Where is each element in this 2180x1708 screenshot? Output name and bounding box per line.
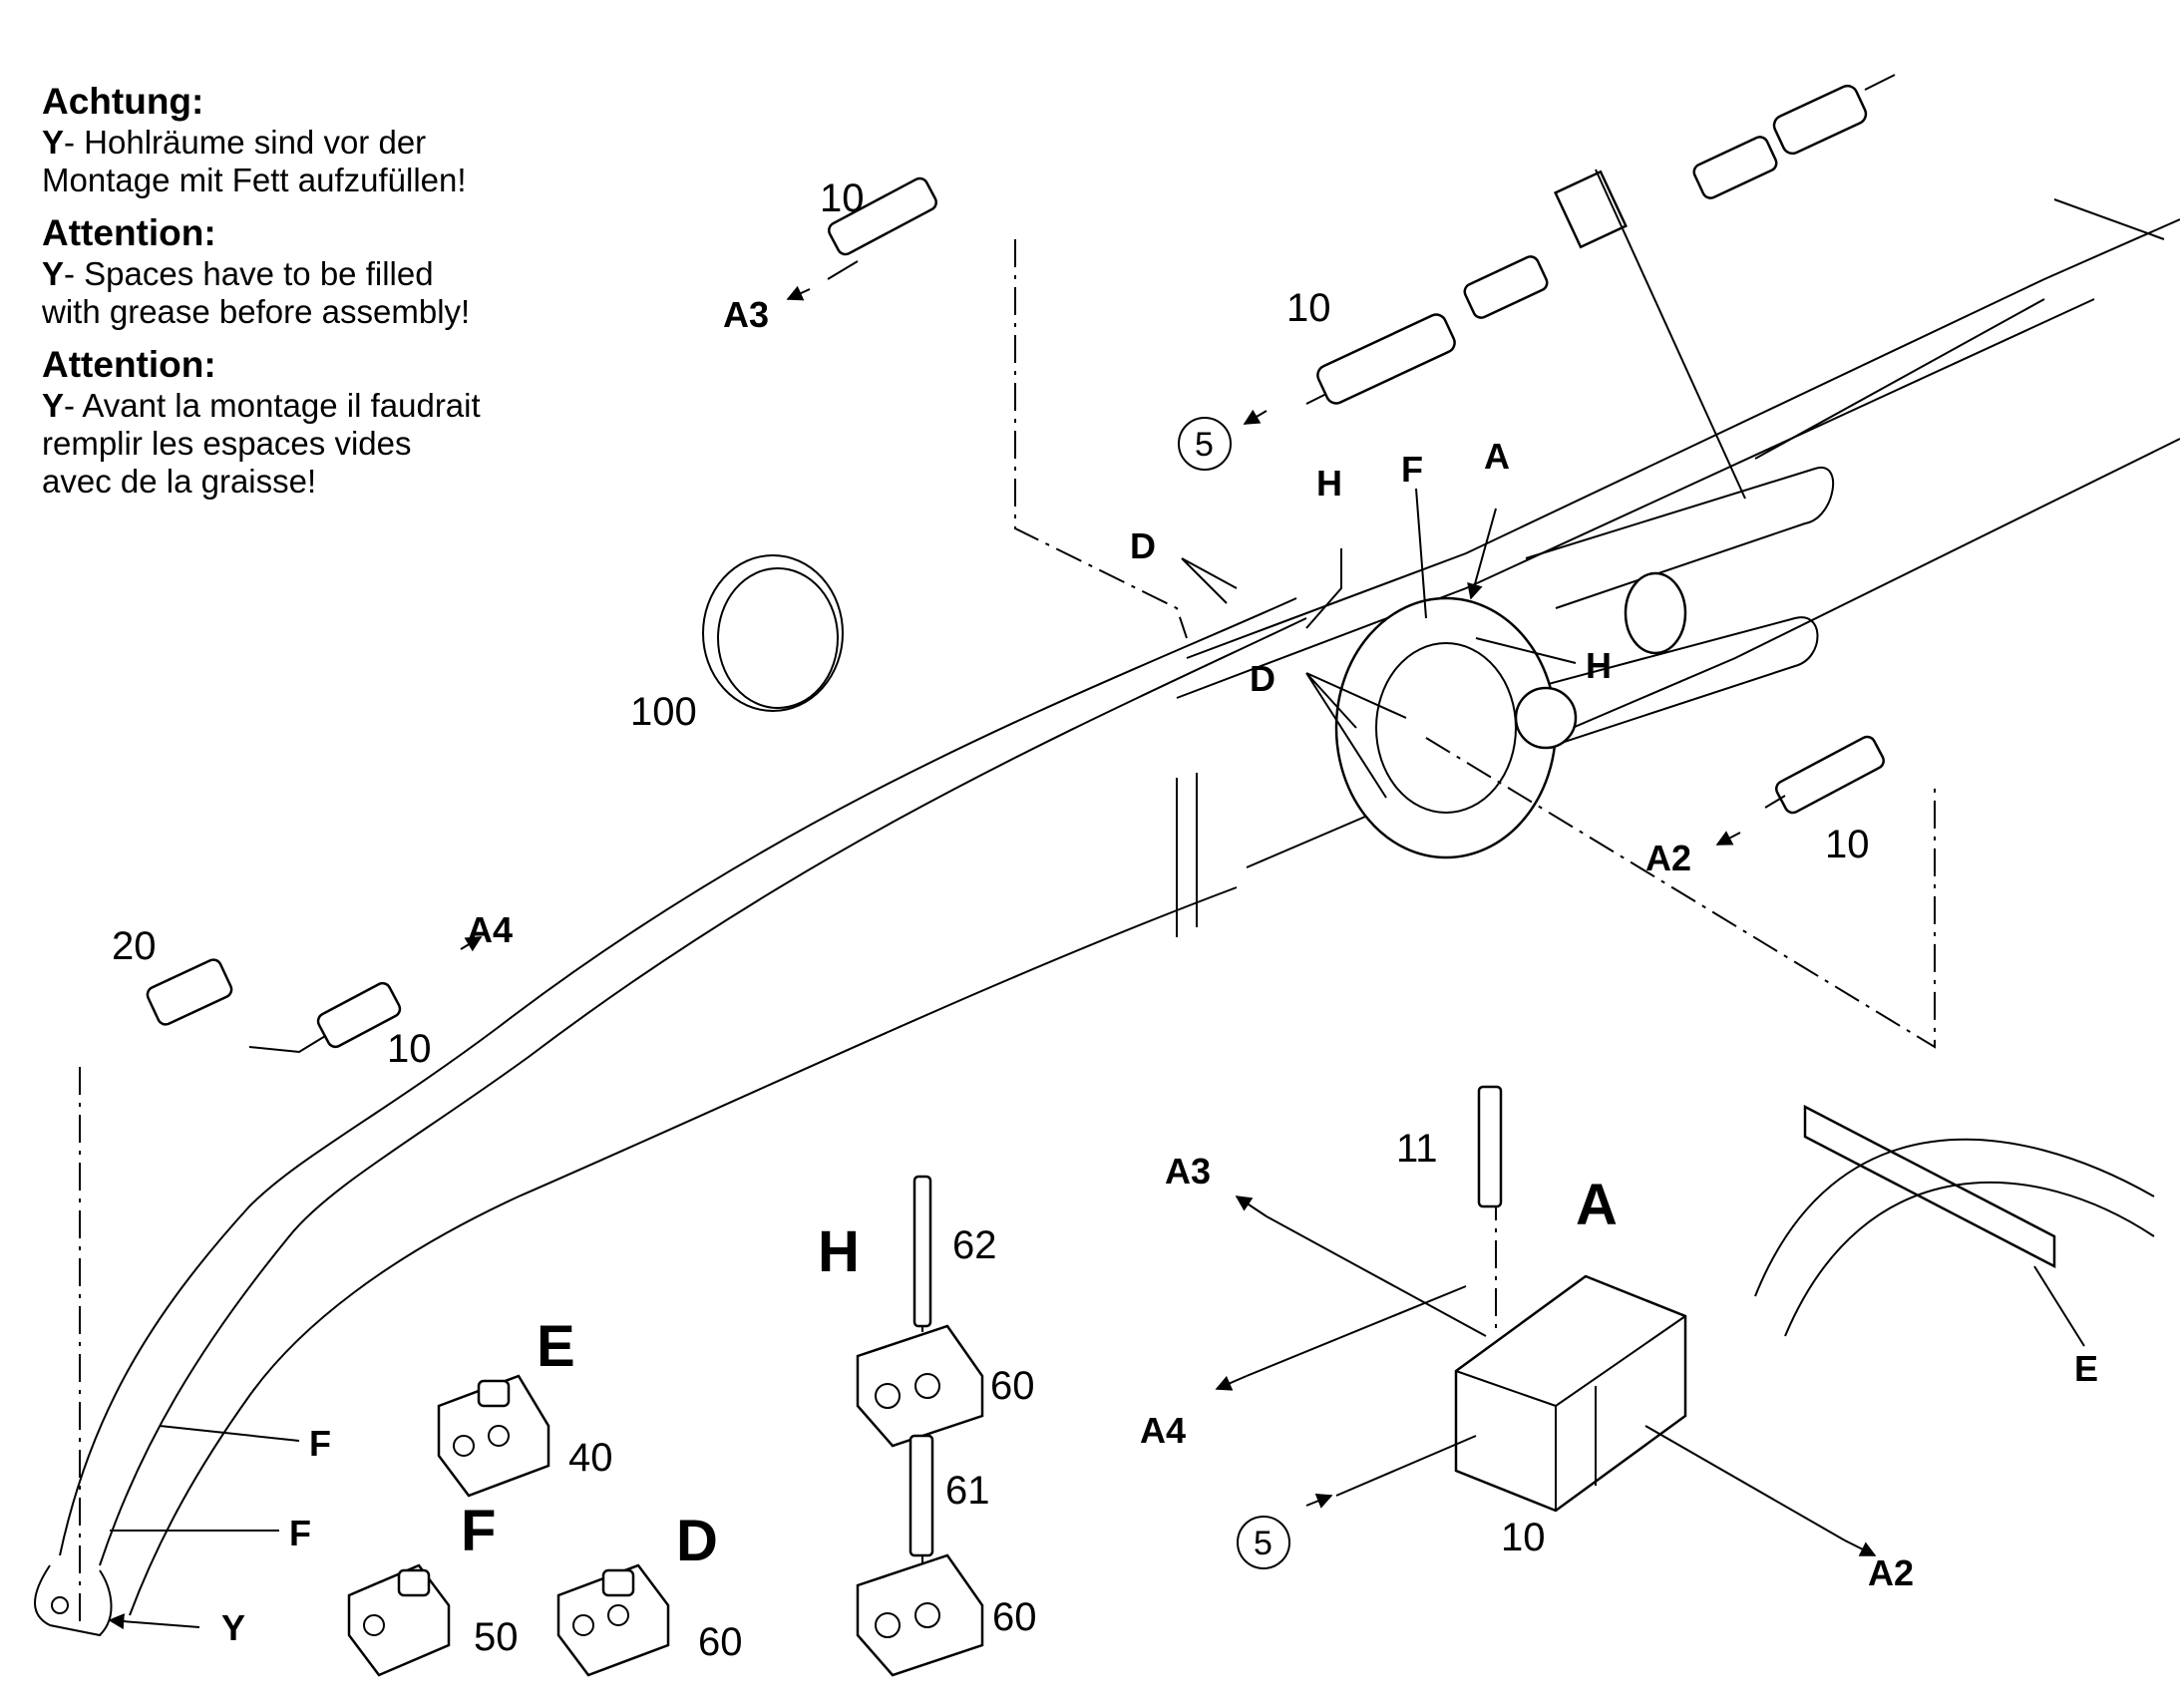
position-label-a-pointer: A [1484,436,1510,477]
line-label-a3-top: A3 [723,294,769,335]
part-label-10-left: 10 [387,1027,432,1071]
grease-hose-ring [702,554,844,712]
note-line-de-1: - Hohlräume sind vor der [64,124,427,161]
line-label-a4-left: A4 [467,909,513,950]
part-label-10-mid: 10 [1286,286,1331,330]
position-label-f-boom-upper: F [309,1423,331,1464]
part-label-40: 40 [568,1436,613,1480]
detail-title-d: D [676,1509,718,1573]
note-marker-en: Y [42,255,65,292]
distributor-block-detail [1246,1085,1846,1541]
part-label-20: 20 [112,924,157,968]
note-line-de-2: Montage mit Fett aufzufüllen! [42,162,467,198]
clamp-h-upper [856,1175,984,1448]
note-line-en-1: - Spaces have to be filled [64,255,434,292]
clamp-f [347,1563,451,1677]
note-heading-fr: Attention: [42,344,216,385]
detail-title-e: E [537,1314,575,1379]
callout-circle-5-top [1178,417,1232,471]
position-label-e-right: E [2074,1348,2098,1389]
part-label-10-block: 10 [1501,1516,1546,1559]
line-label-a3-block: A3 [1165,1151,1211,1192]
rail-detail-e [1754,1104,2155,1347]
position-label-f-boom-lower: F [289,1513,311,1553]
part-label-50: 50 [474,1615,519,1659]
fitting-upper-mid [1305,74,1896,405]
fitting-right [1764,735,1885,815]
position-label-h-lower: H [1586,645,1612,686]
boom-arm [34,198,2180,1637]
clamp-d [556,1563,670,1677]
part-label-11: 11 [1396,1127,1438,1171]
part-label-100: 100 [630,690,697,734]
detail-title-h: H [818,1219,860,1284]
part-label-10-top: 10 [820,176,865,220]
note-heading-de: Achtung: [42,81,204,122]
note-marker-fr: Y [42,387,65,424]
position-label-d-upper: D [1130,525,1156,566]
note-line-en-2: with grease before assembly! [42,293,471,330]
fitting-left-elbow [146,958,402,1054]
note-heading-en: Attention: [42,212,216,253]
line-label-a2-right: A2 [1645,838,1691,878]
part-label-10-right: 10 [1825,823,1870,866]
part-label-61: 61 [945,1469,990,1513]
callout-5-bottom: 5 [1254,1525,1272,1562]
callout-5-top: 5 [1195,426,1214,464]
callout-circle-5-bottom [1237,1516,1290,1569]
note-line-fr-2: remplir les espaces vides [42,425,412,462]
position-label-d-lower: D [1250,658,1275,699]
part-label-60-upper: 60 [990,1364,1035,1408]
clamp-e [437,1374,550,1498]
position-label-y-tip: Y [221,1607,245,1648]
line-label-a2-block: A2 [1868,1552,1914,1593]
note-line-fr-1: - Avant la montage il faudrait [64,387,481,424]
note-marker-de: Y [42,124,65,161]
part-label-60-d: 60 [698,1620,743,1664]
line-label-a4-block: A4 [1140,1410,1186,1451]
note-line-fr-3: avec de la graisse! [42,463,317,500]
detail-title-a: A [1576,1173,1618,1237]
leader-lines [110,169,1746,1532]
position-label-f-upper: F [1401,449,1423,490]
fitting-upper-left [827,176,937,280]
detail-title-f: F [461,1499,496,1563]
flow-arrows [108,285,1877,1630]
clamp-h-lower [856,1434,984,1677]
part-label-62: 62 [952,1223,997,1267]
position-label-h-upper: H [1316,463,1342,504]
part-label-60-lower: 60 [992,1595,1037,1639]
